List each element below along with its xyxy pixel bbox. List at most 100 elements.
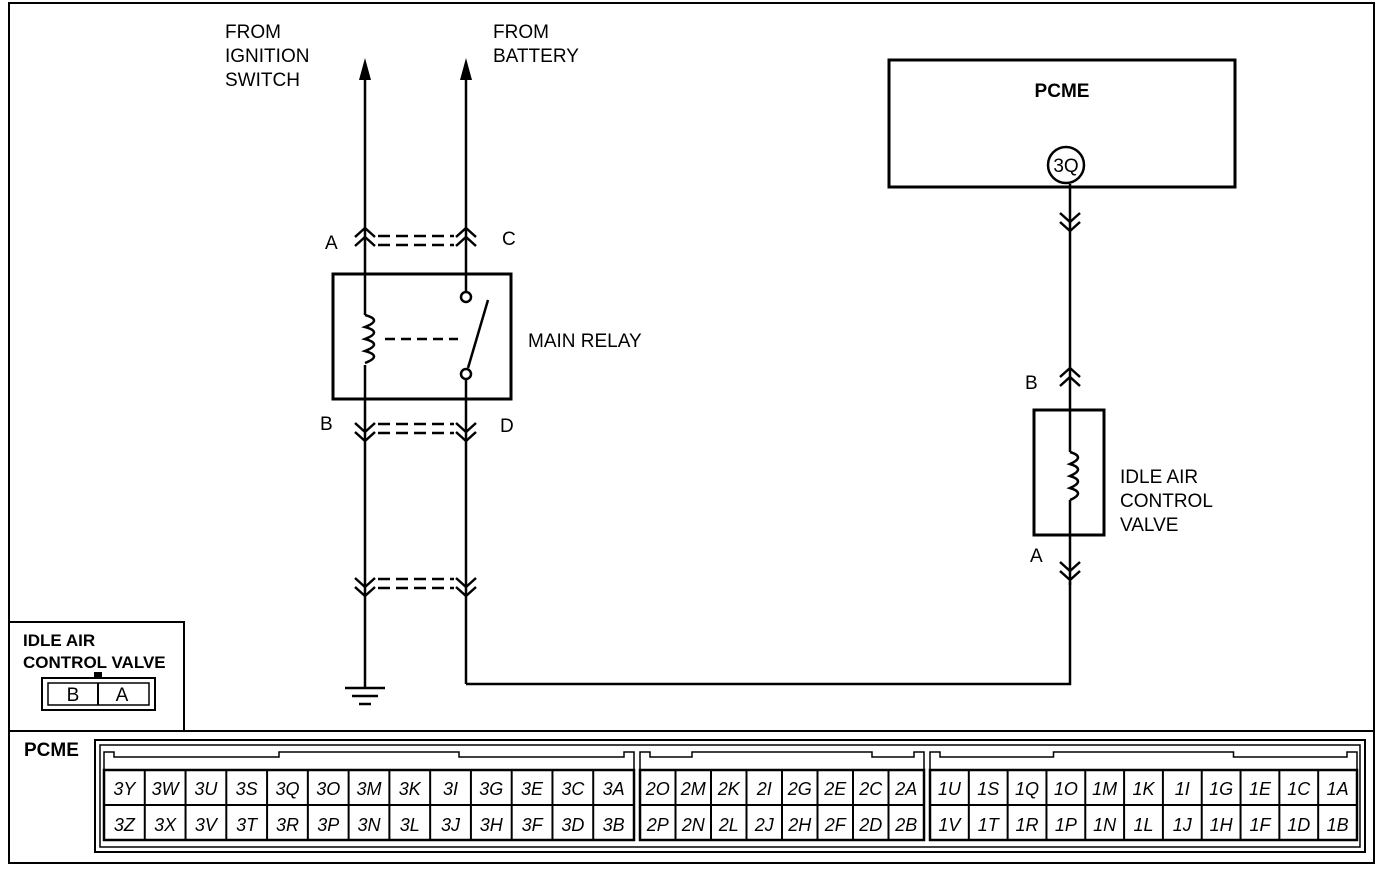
connector-bd xyxy=(354,422,477,443)
pcme-pin-3d: 3D xyxy=(561,815,584,835)
iac-coil-icon xyxy=(1066,450,1080,502)
pcme-pin-2p: 2P xyxy=(646,815,669,835)
svg-text:IGNITION: IGNITION xyxy=(225,46,309,67)
lower-connector xyxy=(354,577,477,598)
svg-text:CONTROL: CONTROL xyxy=(1120,491,1213,512)
pcme-pin-2f: 2F xyxy=(824,815,847,835)
pcme-pin-1a: 1A xyxy=(1327,779,1349,799)
pcme-pin-2c: 2C xyxy=(858,779,883,799)
pcme-pin-2n: 2N xyxy=(681,815,706,835)
pcme-pin-1h: 1H xyxy=(1210,815,1234,835)
pcme-pin-label: 3Q xyxy=(1053,156,1078,177)
pcme-module: PCME 3Q xyxy=(887,58,1237,189)
svg-text:IDLE AIR: IDLE AIR xyxy=(23,631,95,650)
pcme-pin-1t: 1T xyxy=(978,815,1001,835)
connector-pin-a: A xyxy=(116,685,129,706)
pcme-pin-1q: 1Q xyxy=(1015,779,1039,799)
pcme-pin-3w: 3W xyxy=(152,779,181,799)
pcme-pin-2k: 2K xyxy=(717,779,741,799)
svg-text:SWITCH: SWITCH xyxy=(225,70,300,91)
iac-terminal-b-label: B xyxy=(1025,373,1038,394)
pcme-connector-title: PCME xyxy=(24,740,79,761)
iac-terminal-a-label: A xyxy=(1030,546,1043,567)
pcme-pin-3e: 3E xyxy=(521,779,544,799)
pcme-pin-3q: 3Q xyxy=(275,779,299,799)
svg-text:IDLE AIR: IDLE AIR xyxy=(1120,467,1198,488)
svg-text:CONTROL VALVE: CONTROL VALVE xyxy=(23,653,166,672)
pcme-pin-2i: 2I xyxy=(756,779,772,799)
pcme-pin-3b: 3B xyxy=(603,815,625,835)
pcme-pin-3l: 3L xyxy=(400,815,420,835)
relay-switch-icon xyxy=(466,299,490,369)
pcme-pin-3s: 3S xyxy=(236,779,258,799)
pcme-pin-2o: 2O xyxy=(645,779,670,799)
iac-label: IDLE AIR CONTROL VALVE xyxy=(1120,467,1213,536)
pcme-pin-2g: 2G xyxy=(787,779,812,799)
pcme-pin-1b: 1B xyxy=(1327,815,1349,835)
pcme-pin-2h: 2H xyxy=(787,815,812,835)
pcme-pin-3o: 3O xyxy=(316,779,340,799)
pcme-pin-3f: 3F xyxy=(522,815,544,835)
terminal-c-label: C xyxy=(502,229,516,250)
pcme-pin-3v: 3V xyxy=(195,815,219,835)
terminal-d-label: D xyxy=(500,416,514,437)
pcme-pin-1l: 1L xyxy=(1133,815,1153,835)
pcme-pin-3g: 3G xyxy=(479,779,503,799)
pcme-iac-wire xyxy=(1059,184,1081,410)
pcme-pin-2d: 2D xyxy=(858,815,882,835)
pcme-pin-3m: 3M xyxy=(356,779,381,799)
pcme-pin-1j: 1J xyxy=(1173,815,1193,835)
diagram-frame xyxy=(8,2,1375,864)
idle-air-control-valve xyxy=(1032,408,1106,537)
pcme-pin-3n: 3N xyxy=(357,815,381,835)
pcme-pin-1e: 1E xyxy=(1249,779,1272,799)
pcme-pin-1m: 1M xyxy=(1092,779,1117,799)
svg-text:FROM: FROM xyxy=(225,22,281,43)
ground-icon xyxy=(345,686,385,706)
pcme-pin-3c: 3C xyxy=(561,779,585,799)
pcme-pin-1v: 1V xyxy=(938,815,962,835)
pcme-pin-1r: 1R xyxy=(1016,815,1039,835)
svg-text:FROM: FROM xyxy=(493,22,549,43)
pcme-pin-2j: 2J xyxy=(754,815,775,835)
pcme-pin-3p: 3P xyxy=(317,815,339,835)
pcme-pin-3z: 3Z xyxy=(114,815,136,835)
pcme-pin-2m: 2M xyxy=(680,779,706,799)
pcme-pin-1g: 1G xyxy=(1209,779,1233,799)
pcme-pin-2e: 2E xyxy=(823,779,847,799)
pcme-pin-3i: 3I xyxy=(443,779,458,799)
relay-coil-icon xyxy=(361,313,376,365)
pcme-pin-2a: 2A xyxy=(894,779,917,799)
pcme-pin-3h: 3H xyxy=(480,815,504,835)
pcme-pin-3r: 3R xyxy=(276,815,299,835)
pcme-pin-3u: 3U xyxy=(194,779,218,799)
pcme-pin-3t: 3T xyxy=(236,815,259,835)
main-relay-label: MAIN RELAY xyxy=(528,331,642,352)
svg-text:VALVE: VALVE xyxy=(1120,515,1178,536)
pcme-pin-1i: 1I xyxy=(1175,779,1190,799)
pcme-pin-2l: 2L xyxy=(718,815,739,835)
svg-text:BATTERY: BATTERY xyxy=(493,46,579,67)
iac-lower-wire xyxy=(1059,535,1081,585)
pcme-pin-1f: 1F xyxy=(1249,815,1271,835)
pcme-pin-1d: 1D xyxy=(1287,815,1310,835)
pcme-pin-1u: 1U xyxy=(938,779,962,799)
pcme-connector: 3Y3Z3W3X3U3V3S3T3Q3R3O3P3M3N3K3L3I3J3G3H… xyxy=(94,739,1366,853)
pcme-pin-1s: 1S xyxy=(977,779,999,799)
terminal-a-label: A xyxy=(325,233,338,254)
pcme-pin-3a: 3A xyxy=(603,779,625,799)
pcme-pin-3x: 3X xyxy=(154,815,177,835)
pcme-pin-3j: 3J xyxy=(441,815,461,835)
pcme-pin-1c: 1C xyxy=(1287,779,1311,799)
pcme-pin-circle xyxy=(1046,145,1086,185)
pcme-pin-3k: 3K xyxy=(399,779,422,799)
pcme-pin-1o: 1O xyxy=(1054,779,1078,799)
main-relay xyxy=(331,272,513,401)
iac-connector-view: IDLE AIR CONTROL VALVE B A xyxy=(9,621,185,731)
from-battery-label: FROM BATTERY xyxy=(493,22,579,67)
pcme-pin-1n: 1N xyxy=(1093,815,1117,835)
connector-pin-b: B xyxy=(67,685,80,706)
connector-ac xyxy=(354,226,477,247)
